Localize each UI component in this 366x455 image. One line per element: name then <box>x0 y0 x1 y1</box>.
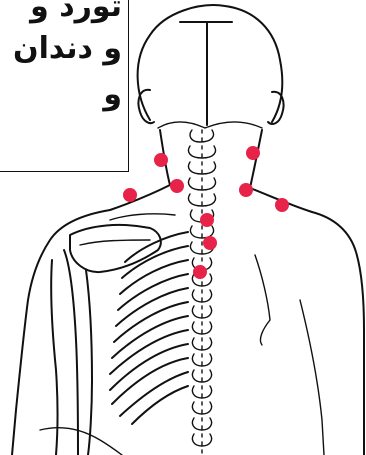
acupressure-point <box>154 153 168 167</box>
acupressure-point <box>200 213 214 227</box>
acupressure-point <box>203 236 217 250</box>
acupressure-point <box>275 198 289 212</box>
acupressure-point <box>123 188 137 202</box>
acupressure-point <box>170 179 184 193</box>
acupressure-point <box>193 265 207 279</box>
acupressure-point <box>239 183 253 197</box>
acupressure-point <box>246 146 260 160</box>
